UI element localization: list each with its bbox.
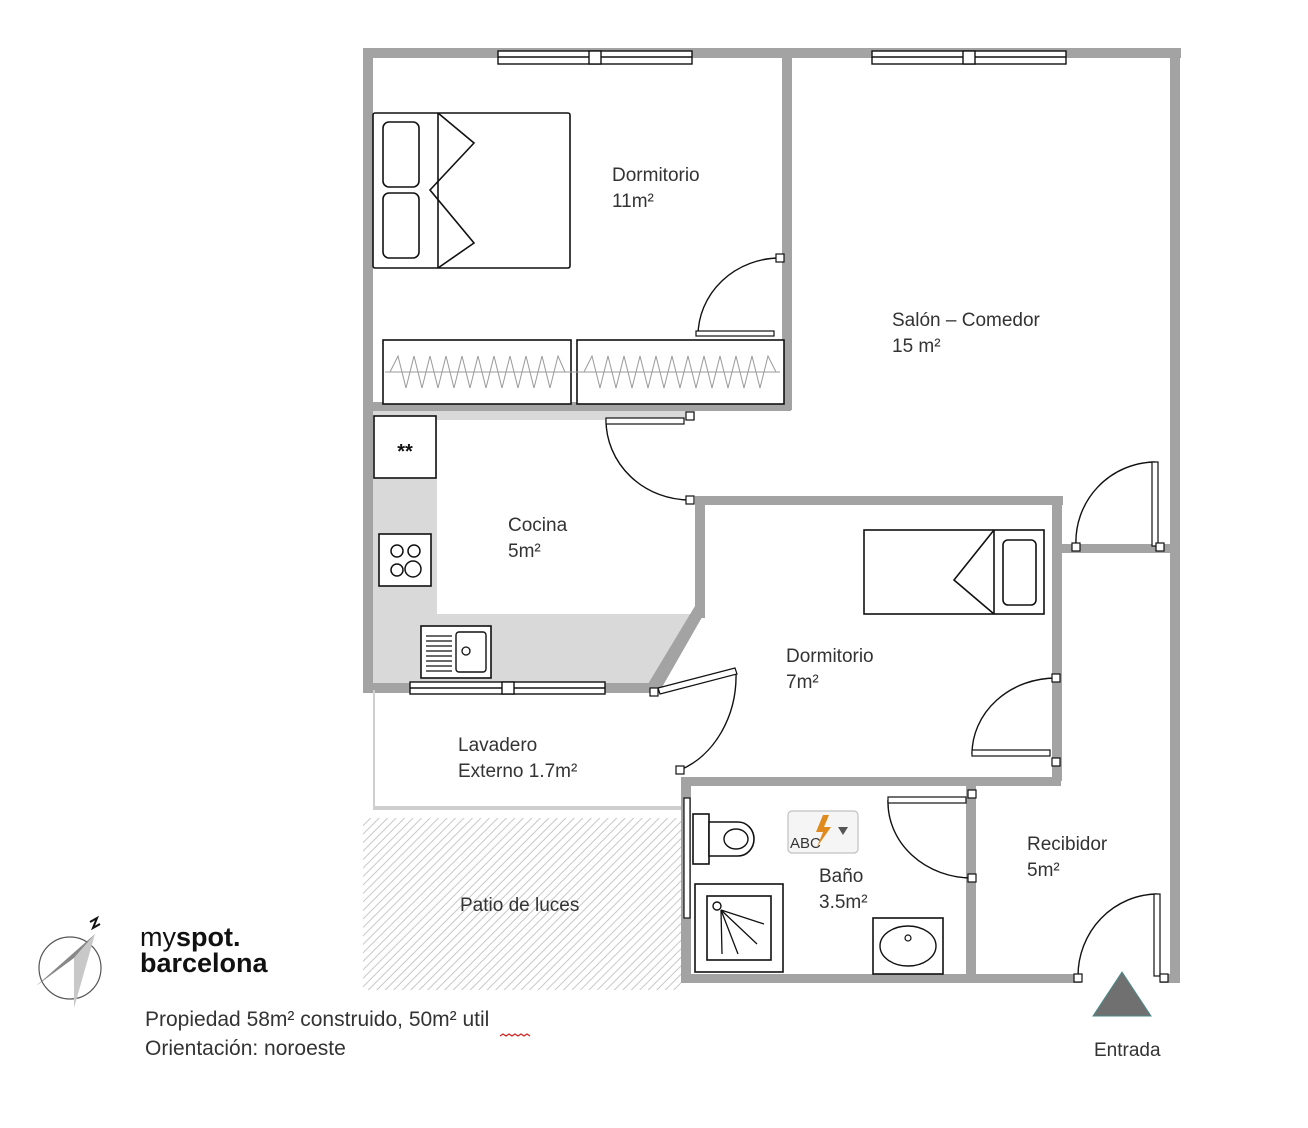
dormitorio-1-area: 11m² [612,191,654,212]
brand-dot: . [233,922,241,952]
wardrobe [382,339,785,405]
shower-icon [694,883,784,973]
triangle-up-icon [1092,971,1152,1017]
dormitorio-2-area: 7m² [786,672,819,693]
single-bed [863,529,1045,615]
brand-spot: spot [176,922,233,952]
brand-my: my [140,922,176,952]
washbasin-icon [872,917,944,975]
patio-hatch [363,818,681,990]
doors [605,253,1169,983]
patio-name: Patio de luces [460,895,579,916]
recibidor-name: Recibidor [1027,834,1108,855]
fridge [373,415,437,479]
property-line-1: Propiedad 58m² construido, 50m² util [145,1008,489,1031]
property-line-2: Orientación: noroeste [145,1037,346,1060]
cocina-area: 5m² [508,541,541,562]
kitchen-sink-icon [420,625,492,679]
kitchen-open-floor [437,420,697,614]
salon-name: Salón – Comedor [892,310,1041,331]
dormitorio-1-name: Dormitorio [612,165,700,186]
windows [409,50,1067,695]
spellcheck-underline [499,1033,531,1037]
brand-city: barcelona [140,948,269,978]
recibidor-area: 5m² [1027,860,1060,881]
dormitorio-2-name: Dormitorio [786,646,874,667]
fridge-label: ** [397,441,413,463]
stove-icon [378,533,432,587]
salon-area: 15 m² [892,336,941,357]
toilet-icon [692,813,755,865]
chevron-down-icon [838,827,848,835]
bano-name: Baño [819,866,863,887]
spellcheck-badge[interactable]: ABC [787,810,859,854]
lavadero-name: Lavadero [458,735,537,756]
brand-wordmark: myspot. [140,922,241,952]
lavadero-area: Externo 1.7m² [458,761,577,782]
double-bed [372,112,571,269]
cocina-name: Cocina [508,515,568,536]
entrance-label: Entrada [1094,1040,1161,1061]
spellcheck-badge-text: ABC [790,835,821,852]
lightning-icon [816,815,831,847]
compass-needle-icon [36,915,102,1008]
bano-area: 3.5m² [819,892,868,913]
